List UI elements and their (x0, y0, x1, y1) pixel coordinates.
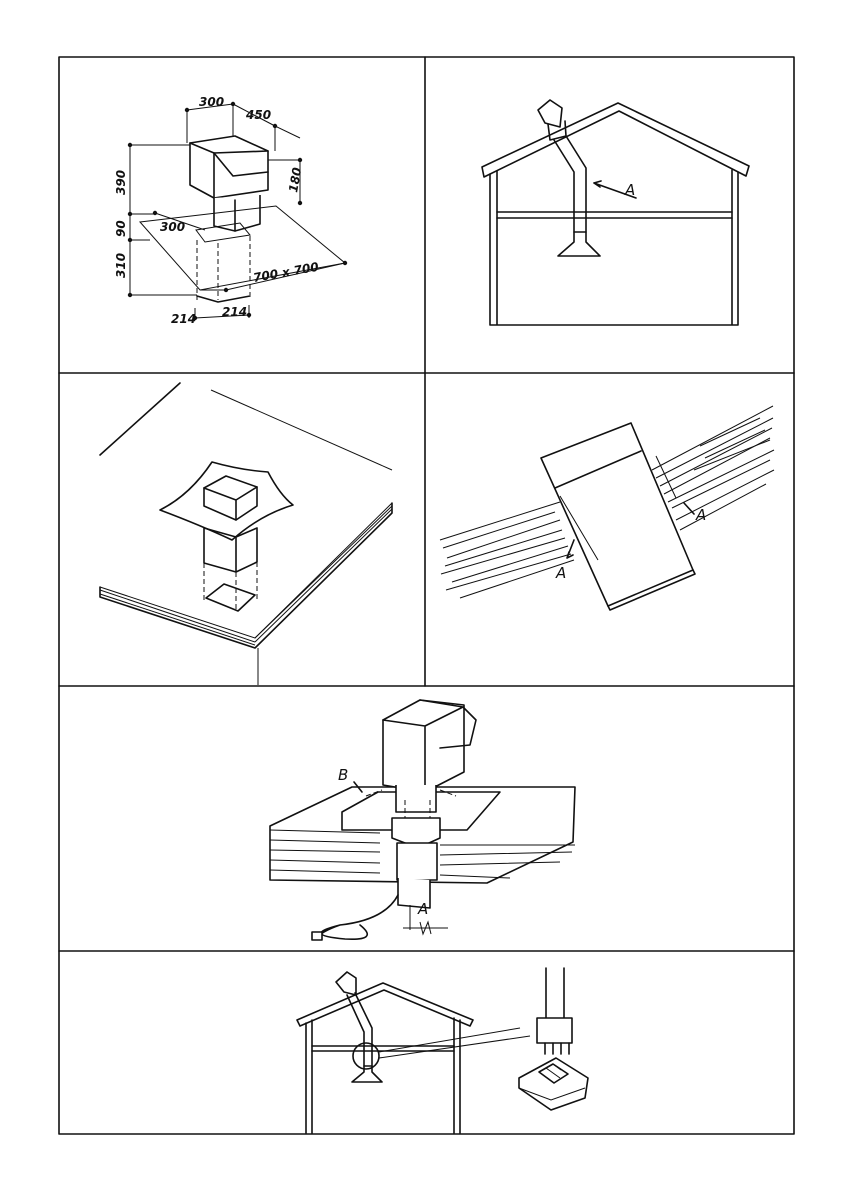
roof-fan-small (336, 972, 356, 995)
house-roof-small (297, 983, 473, 1026)
label-a-duct: A (624, 181, 635, 199)
panel-1-dimension-drawing: 300 450 390 180 90 300 310 700 x 700 214… (114, 95, 347, 326)
label-a-assembly: A (417, 900, 428, 918)
house-ceiling (497, 212, 732, 218)
dim-310: 310 (114, 253, 128, 278)
fan-head (383, 700, 464, 792)
label-a-right: A (695, 506, 706, 524)
dim-300-base: 300 (160, 220, 185, 234)
roof-cutout (206, 584, 255, 611)
house-walls-small (306, 1018, 460, 1133)
dim-90: 90 (114, 220, 128, 237)
house-roof (482, 103, 749, 177)
connector-detail (519, 968, 588, 1110)
power-cable (318, 895, 398, 939)
house-walls (490, 170, 738, 325)
panel-5-assembly: B A (270, 700, 575, 940)
panel-2-house-section: A (482, 100, 749, 325)
roof-fan-unit (538, 100, 562, 127)
power-plug (312, 932, 322, 940)
panel-6-connection-detail (297, 968, 588, 1133)
dim-214-left: 214 (171, 312, 196, 326)
dim-450: 450 (245, 108, 271, 122)
collar-spigot (396, 785, 436, 812)
cooker-hood (558, 232, 600, 256)
label-a-left: A (555, 564, 566, 582)
dim-390: 390 (114, 170, 128, 195)
panel-4-tile-section: A A (440, 406, 774, 610)
label-b: B (338, 766, 348, 784)
detail-circle (353, 1043, 379, 1069)
dim-700x700: 700 x 700 (252, 260, 320, 285)
dim-300-top: 300 (199, 95, 224, 109)
dim-180: 180 (286, 166, 304, 193)
fan-head-box (190, 136, 268, 198)
panel-3-roof-opening (100, 383, 392, 685)
dim-214-right: 214 (222, 305, 247, 319)
lower-duct (397, 843, 437, 880)
